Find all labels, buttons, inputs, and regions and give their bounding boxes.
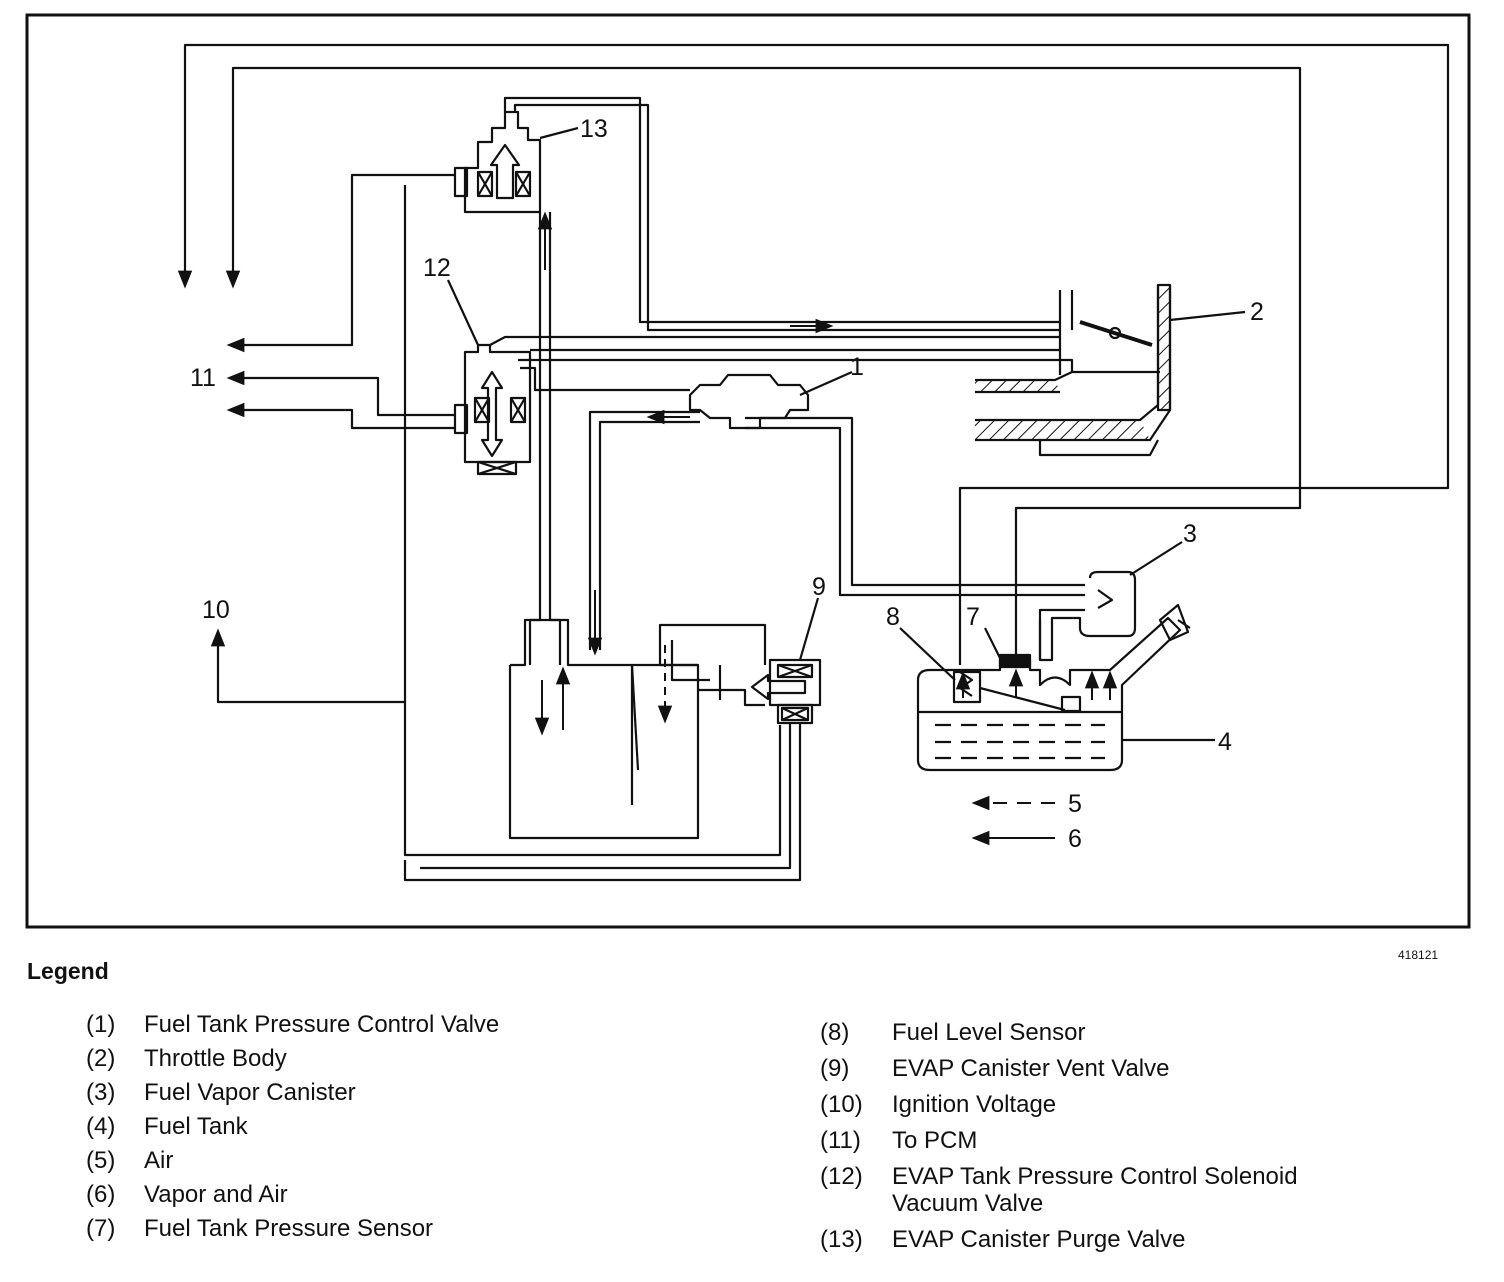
reference-number: 418121 — [1398, 948, 1439, 962]
legend-label: Fuel Tank Pressure Control Valve — [144, 1011, 500, 1038]
legend-column-left: (1) Fuel Tank Pressure Control Valve (2) T… — [86, 1011, 634, 1249]
wire-to-pcm-mid — [235, 376, 455, 417]
evap-canister-vent-valve — [750, 658, 822, 725]
control-valve-line-right-b — [745, 416, 1085, 587]
legend-item: (7) Fuel Tank Pressure Sensor — [86, 1215, 634, 1242]
outer-loop-line-a — [183, 43, 1450, 665]
ignition-branch — [216, 635, 405, 704]
legend-item: (3) Fuel Vapor Canister — [86, 1079, 634, 1106]
legend-label: Fuel Level Sensor — [892, 1019, 1086, 1046]
legend-title: Legend — [27, 958, 109, 984]
callout-3: 3 — [1183, 520, 1197, 548]
legend-label: Fuel Tank Pressure Sensor — [144, 1215, 434, 1242]
leader-9 — [798, 597, 820, 661]
leader-1 — [799, 370, 853, 397]
callout-9: 9 — [812, 573, 826, 601]
legend-label: Fuel Vapor Canister — [144, 1079, 356, 1106]
legend-item: (10) Ignition Voltage — [820, 1091, 1382, 1118]
solenoid-vacuum-line-c — [518, 358, 1074, 372]
legend-item: (9) EVAP Canister Vent Valve — [820, 1055, 1382, 1082]
legend-label: EVAP Tank Pressure Control Solenoid Vacu… — [892, 1163, 1298, 1217]
callout-11: 11 — [190, 364, 216, 392]
leader-13 — [539, 126, 579, 140]
leader-12 — [447, 279, 479, 346]
fuel-tank — [916, 603, 1191, 772]
legend-label: Throttle Body — [144, 1045, 287, 1072]
evap-tank-pressure-control-solenoid — [453, 343, 532, 476]
evap-system-diagram: 1 2 3 4 5 6 7 8 9 10 11 12 13 — [25, 13, 1471, 929]
legend-label: Fuel Tank — [144, 1113, 248, 1140]
legend-number: (6) — [86, 1181, 116, 1208]
leader-2 — [1169, 310, 1246, 322]
legend-item: (12) EVAP Tank Pressure Control Solenoid … — [820, 1163, 1382, 1217]
legend-item: (4) Fuel Tank — [86, 1113, 634, 1140]
leader-8 — [899, 627, 956, 681]
legend-label: EVAP Canister Vent Valve — [892, 1055, 1170, 1082]
vent-line — [403, 723, 802, 882]
legend-item: (8) Fuel Level Sensor — [820, 1019, 1382, 1046]
wire-to-pcm-top — [235, 173, 455, 347]
callout-8: 8 — [886, 603, 900, 631]
legend-number: (7) — [86, 1215, 116, 1242]
legend-number: (11) — [820, 1127, 861, 1154]
purge-line — [503, 96, 1060, 324]
legend-label: To PCM — [892, 1127, 978, 1154]
purge-down-tube-b — [548, 212, 562, 665]
legend-item: (13) EVAP Canister Purge Valve — [820, 1226, 1382, 1253]
legend-label: Vapor and Air — [144, 1181, 288, 1208]
legend-number: (1) — [86, 1011, 116, 1038]
legend-number: (12) — [820, 1163, 863, 1190]
legend-number: (9) — [820, 1055, 850, 1082]
legend-number: (13) — [820, 1226, 863, 1253]
callout-10: 10 — [202, 596, 230, 624]
legend-number: (10) — [820, 1091, 863, 1118]
legend-column-right: (8) Fuel Level Sensor (9) EVAP Canister Ve… — [820, 1019, 1382, 1262]
legend-number: (3) — [86, 1079, 116, 1106]
leader-7 — [984, 627, 1001, 659]
legend-number: (5) — [86, 1147, 116, 1174]
leader-3 — [1129, 541, 1183, 576]
solenoid-vacuum-line-a — [489, 335, 1060, 346]
purge-down-tube-a — [528, 212, 542, 665]
vapor-reservoir — [508, 618, 767, 840]
callout-7: 7 — [966, 603, 980, 631]
control-valve-line-left-a — [588, 410, 700, 650]
callout-1: 1 — [850, 353, 864, 381]
legend-label: Ignition Voltage — [892, 1091, 1057, 1118]
legend-item: (2) Throttle Body — [86, 1045, 634, 1072]
fuel-vapor-canister — [1038, 570, 1137, 662]
callout-4: 4 — [1218, 728, 1232, 756]
legend-number: (2) — [86, 1045, 116, 1072]
diagram-frame — [25, 13, 1471, 929]
fuel-tank-pressure-control-valve — [688, 373, 810, 430]
throttle-body — [975, 283, 1172, 457]
purge-line-inner — [513, 103, 1060, 332]
evap-canister-purge-valve — [453, 110, 542, 214]
control-valve-line-right-a — [745, 426, 1085, 597]
callout-5: 5 — [1068, 790, 1082, 818]
legend-item: (11) To PCM — [820, 1127, 1382, 1154]
control-valve-line-top — [520, 366, 690, 392]
legend-number: (4) — [86, 1113, 116, 1140]
callout-6: 6 — [1068, 825, 1082, 853]
legend-label: Air — [144, 1147, 174, 1174]
ignition-voltage-wire — [403, 185, 782, 857]
legend-number: (8) — [820, 1019, 850, 1046]
legend-item: (6) Vapor and Air — [86, 1181, 634, 1208]
wire-to-pcm-low — [235, 408, 455, 430]
control-valve-line-left-b — [598, 420, 700, 650]
legend-label: EVAP Canister Purge Valve — [892, 1226, 1186, 1253]
outer-loop-line-b — [231, 66, 1302, 660]
callout-12: 12 — [423, 254, 451, 282]
vent-line-inner — [420, 723, 792, 870]
legend-item: (5) Air — [86, 1147, 634, 1174]
legend-item: (1) Fuel Tank Pressure Control Valve — [86, 1011, 634, 1038]
callout-2: 2 — [1250, 298, 1264, 326]
callout-13: 13 — [580, 115, 608, 143]
